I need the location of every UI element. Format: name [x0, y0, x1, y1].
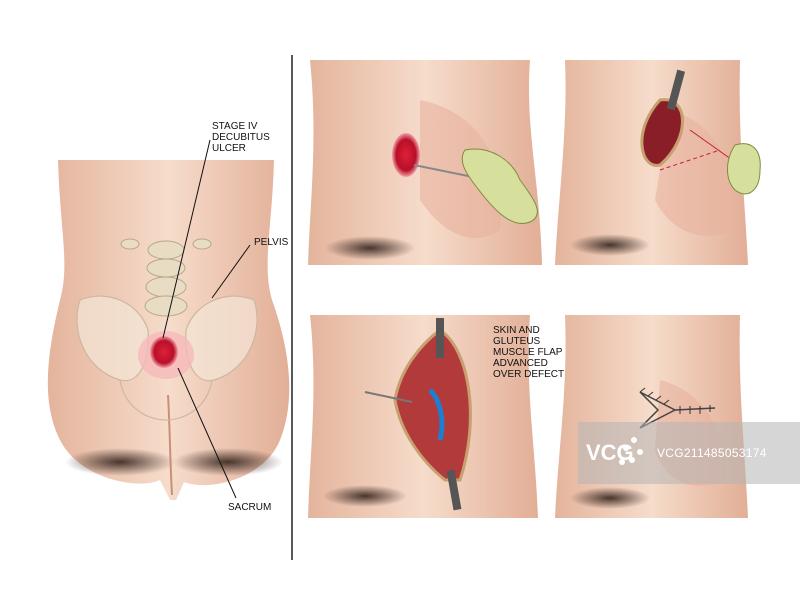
panel-3-flap-advanced — [308, 315, 538, 518]
label-flap-advanced: SKIN AND GLUTEUS MUSCLE FLAP ADVANCED OV… — [493, 325, 565, 380]
sacral-ulcer — [138, 331, 194, 379]
panel-2-incision — [555, 60, 761, 265]
pelvis-bones — [76, 295, 258, 421]
panel-4-closure — [555, 315, 748, 518]
watermark-band — [578, 422, 800, 484]
label-sacrum: SACRUM — [228, 502, 272, 513]
panel-1-excision — [308, 60, 542, 265]
label-stage-iv-ulcer: STAGE IV DECUBITUS ULCER — [212, 121, 270, 154]
label-pelvis: PELVIS — [254, 237, 289, 248]
watermark-id: VCG211485053174 — [657, 446, 767, 460]
watermark-logo: VCG — [586, 440, 634, 465]
main-torso-figure — [47, 160, 290, 500]
